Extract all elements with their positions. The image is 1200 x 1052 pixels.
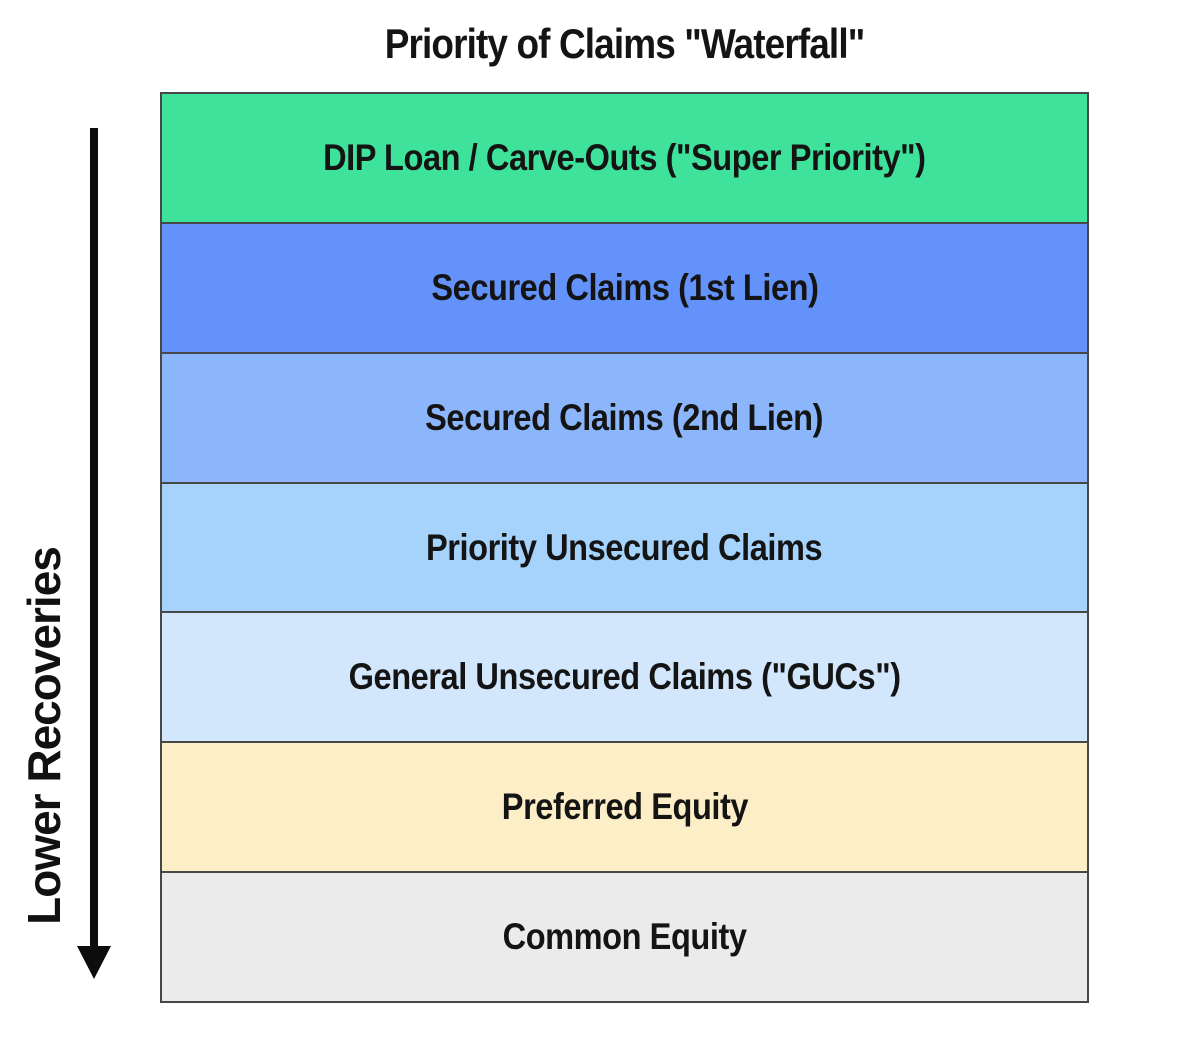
layer-secured-1st-lien: Secured Claims (1st Lien): [162, 221, 1087, 352]
layer-label: Secured Claims (2nd Lien): [425, 396, 824, 438]
lower-recoveries-label: Lower Recoveries: [18, 547, 70, 925]
layer-label: DIP Loan / Carve-Outs ("Super Priority"): [323, 136, 926, 178]
layer-priority-unsecured: Priority Unsecured Claims: [162, 481, 1087, 612]
layer-label: Priority Unsecured Claims: [426, 526, 823, 568]
page-title-text: Priority of Claims "Waterfall": [385, 20, 866, 67]
layer-preferred-equity: Preferred Equity: [162, 741, 1087, 872]
layer-dip-loan: DIP Loan / Carve-Outs ("Super Priority"): [162, 94, 1087, 222]
layer-general-unsecured: General Unsecured Claims ("GUCs"): [162, 611, 1087, 742]
layer-label: Secured Claims (1st Lien): [430, 266, 819, 308]
waterfall-stack: DIP Loan / Carve-Outs ("Super Priority")…: [160, 92, 1089, 1003]
layer-label: Common Equity: [502, 916, 747, 958]
layer-secured-2nd-lien: Secured Claims (2nd Lien): [162, 351, 1087, 482]
layer-label: Preferred Equity: [501, 786, 748, 828]
layer-common-equity: Common Equity: [162, 871, 1087, 1002]
arrow-shaft: [90, 128, 98, 948]
down-arrow-icon: [77, 946, 111, 979]
page-title: Priority of Claims "Waterfall": [160, 20, 1090, 68]
layer-label: General Unsecured Claims ("GUCs"): [348, 656, 901, 698]
